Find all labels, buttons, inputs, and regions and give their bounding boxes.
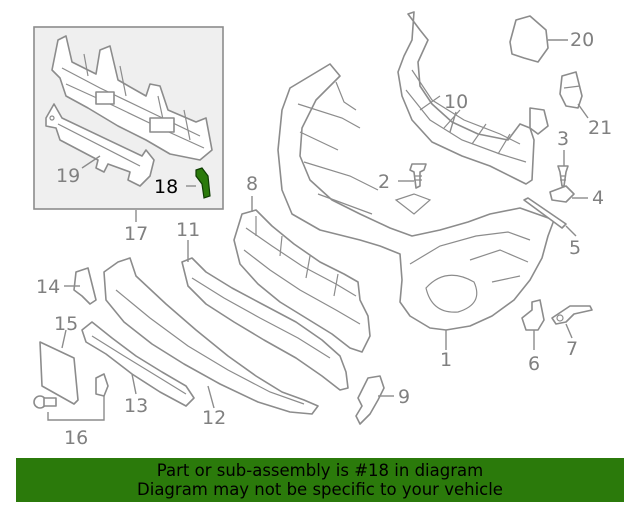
callout-16: 16 <box>64 427 88 449</box>
part-16-fasteners[interactable] <box>33 373 109 409</box>
part-18-highlighted[interactable] <box>195 167 211 199</box>
part-14-clip[interactable] <box>73 267 97 305</box>
callout-21: 21 <box>588 117 612 139</box>
part-7-holder[interactable] <box>551 305 593 325</box>
callout-14: 14 <box>36 276 60 298</box>
part-8-absorber[interactable] <box>233 209 371 353</box>
callout-4: 4 <box>592 187 604 209</box>
part-21-side-bracket[interactable] <box>559 71 583 109</box>
callout-12: 12 <box>202 407 226 429</box>
info-banner: Part or sub-assembly is #18 in diagram D… <box>16 458 624 502</box>
part-2-clip[interactable] <box>409 163 427 189</box>
callout-10: 10 <box>444 91 468 113</box>
callout-3: 3 <box>557 128 569 150</box>
callout-8: 8 <box>246 173 258 195</box>
part-11-lower-grille[interactable] <box>181 257 349 391</box>
part-5-trim-strip[interactable] <box>523 197 567 229</box>
callout-5: 5 <box>569 237 581 259</box>
banner-line-2: Diagram may not be specific to your vehi… <box>137 480 503 499</box>
callout-6: 6 <box>528 353 540 375</box>
part-1-bumper-cover[interactable] <box>277 63 555 331</box>
callout-19: 19 <box>56 165 80 187</box>
callout-11: 11 <box>176 219 200 241</box>
callout-15: 15 <box>54 313 78 335</box>
callout-17: 17 <box>124 223 148 245</box>
banner-line-1: Part or sub-assembly is #18 in diagram <box>156 461 484 480</box>
part-20-top-bracket[interactable] <box>509 15 549 63</box>
part-6-bracket[interactable] <box>521 299 545 331</box>
callout-2: 2 <box>378 171 390 193</box>
part-19-bracket[interactable] <box>45 103 155 187</box>
part-12-lower-lip[interactable] <box>103 257 319 415</box>
callout-1: 1 <box>440 349 452 371</box>
part-10-grille-bracket[interactable] <box>397 11 549 185</box>
part-15-plate-bracket[interactable] <box>39 341 79 405</box>
part-17-reinforcement[interactable] <box>51 35 213 161</box>
part-4-nut-clip[interactable] <box>549 185 575 203</box>
part-13-lower-cover[interactable] <box>81 321 195 407</box>
part-3-screw[interactable] <box>557 165 569 187</box>
callout-20: 20 <box>570 29 594 51</box>
callout-7: 7 <box>566 338 578 360</box>
callout-18: 18 <box>154 176 178 198</box>
callout-13: 13 <box>124 395 148 417</box>
leader-lines <box>47 39 589 421</box>
callout-9: 9 <box>398 386 410 408</box>
part-9-side-bracket[interactable] <box>355 375 385 425</box>
